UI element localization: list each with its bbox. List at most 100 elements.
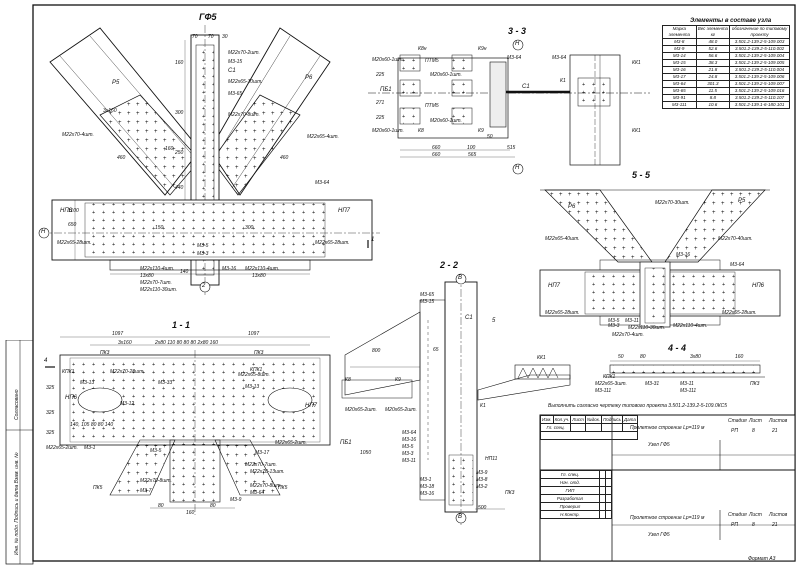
dim-70b: 70 bbox=[208, 34, 214, 40]
s22-m8: М3-3 bbox=[402, 451, 414, 457]
s11-m7: М3-1 bbox=[84, 445, 96, 451]
tb2-stage-h: Стадия bbox=[728, 512, 747, 518]
main-dim-250: 250 bbox=[175, 150, 184, 156]
table-cell: М3-91 bbox=[662, 94, 697, 102]
s11-ps2: ПК5 bbox=[278, 485, 288, 491]
section-1-1 bbox=[45, 336, 331, 515]
main-dim-300b: 300 bbox=[245, 225, 254, 231]
s33-m4: М20х60-1шт. bbox=[372, 128, 404, 134]
tb1-header: Лист bbox=[570, 415, 586, 424]
tb2-subtitle: Узел ГФ5 bbox=[648, 532, 670, 538]
s55-m3: М22х70-40шт. bbox=[718, 236, 753, 242]
main-dim-460a: 460 bbox=[117, 155, 126, 161]
s33-k9: К9 bbox=[478, 128, 484, 134]
table-cell: М3-8 bbox=[662, 38, 697, 46]
s22-axis-B-top: В bbox=[458, 275, 463, 281]
s11-m8: М3-5 bbox=[150, 448, 162, 454]
table-cell: 38.3 bbox=[695, 59, 731, 67]
s11-m5: М3-13 bbox=[245, 384, 260, 390]
side-strip-inventory: Инв. № подл. Подпись и дата Взам. инв. № bbox=[14, 452, 20, 555]
main-m10: М3-16 bbox=[222, 266, 237, 272]
table-cell: 301.3 bbox=[695, 80, 731, 88]
table-cell: 3.501.2-139.2-5-110.004 bbox=[729, 66, 790, 74]
s11-m6: М22х65-2шт. bbox=[46, 445, 78, 451]
s11-dim-1097b: 1097 bbox=[248, 331, 260, 337]
s33-dim-50: 50 bbox=[487, 134, 493, 140]
s44-dim-160: 160 bbox=[735, 354, 744, 360]
s22-axis-B-bot: В bbox=[458, 514, 463, 520]
main-m5: М22х70-8шт. bbox=[228, 112, 260, 118]
s55-p6: Р6 bbox=[568, 204, 576, 210]
axis-H-main: Н bbox=[41, 229, 46, 235]
tb1-sheet: 8 bbox=[752, 428, 755, 434]
s44-pk3: ПК3 bbox=[750, 381, 760, 387]
s11-m13: М22х70-7шт. bbox=[245, 462, 277, 468]
s22-k8: К8 bbox=[345, 377, 351, 383]
table-cell: 3.501.2-139.2-5-110.107 bbox=[729, 94, 790, 102]
s22-m2: М3-15 bbox=[420, 299, 435, 305]
section-2-2-title: 2 - 2 bbox=[440, 260, 459, 270]
s33-ptm5b: ПТМ5 bbox=[425, 103, 439, 109]
s22-dim-1050: 1050 bbox=[360, 450, 372, 456]
main-view bbox=[38, 25, 380, 295]
tb1-stage-h: Стадия bbox=[728, 418, 747, 424]
s22-m10: М3-9 bbox=[476, 470, 488, 476]
s22-m5: М3-64 bbox=[402, 430, 417, 436]
tb2-stage: РП bbox=[731, 522, 738, 528]
table-cell: М3-9 bbox=[662, 45, 697, 53]
s55-np6: НП6 bbox=[752, 283, 765, 289]
axis-2-main: 2 bbox=[202, 283, 206, 289]
dim-30: 30 bbox=[222, 34, 228, 40]
section-1-1-title: 1 - 1 bbox=[172, 320, 191, 330]
s44-kpk1: КПК1 bbox=[603, 374, 616, 380]
s33-kkv: К8н bbox=[418, 46, 427, 52]
table-cell: М3-14 bbox=[662, 52, 697, 60]
s11-m16: М3-64 bbox=[250, 490, 265, 496]
tb1-sheet-h: Лист bbox=[749, 418, 762, 424]
table-cell: 52.6 bbox=[695, 45, 731, 53]
main-dim-140: 140 bbox=[180, 269, 189, 275]
tb2-gip: ГИП bbox=[540, 486, 600, 495]
s33-axis-H-top: Н bbox=[515, 41, 520, 47]
s33-axis-H-bot: Н bbox=[515, 165, 520, 171]
s33-kkv2: К9н bbox=[478, 46, 487, 52]
s55-np7: НП7 bbox=[548, 283, 561, 289]
main-dim-440: 440 bbox=[175, 185, 184, 191]
sheet-frame bbox=[32, 4, 796, 562]
main-m7: М22х65-4шт. bbox=[307, 134, 339, 140]
s33-dim-100: 100 bbox=[467, 145, 476, 151]
table-cell: 48.0 bbox=[695, 38, 731, 46]
main-view-title: ГФ5 bbox=[199, 12, 217, 22]
s55-p5: Р5 bbox=[738, 198, 746, 204]
axis-1-main: 1 bbox=[371, 237, 375, 243]
s11-dim-325c: 325 bbox=[46, 430, 55, 436]
main-dim-160b: 160 bbox=[165, 146, 174, 152]
s11-m4: М3-12 bbox=[120, 401, 135, 407]
s33-m5: М3-64 bbox=[507, 55, 522, 61]
main-dim-460b: 460 bbox=[280, 155, 289, 161]
s44-dim-50: 50 bbox=[618, 354, 624, 360]
s11-m2: М3-13 bbox=[80, 380, 95, 386]
s22-k9: К9 bbox=[395, 377, 401, 383]
s33-pb1: ПБ1 bbox=[380, 87, 392, 93]
s55-m10: М22х110-4шт. bbox=[673, 323, 708, 329]
s22-np11: НП11 bbox=[485, 456, 498, 462]
tb2-prov: Проверил bbox=[540, 502, 600, 511]
table-cell: 3.501.2-139.2-5-110.002 bbox=[729, 45, 790, 53]
tb1-header: Дата bbox=[622, 415, 638, 424]
main-np7: НП7 bbox=[338, 208, 351, 214]
s11-np7: НП7 bbox=[305, 403, 318, 409]
s44-m5: М3-111 bbox=[680, 388, 697, 394]
main-c1: С1 bbox=[228, 68, 236, 74]
tb1-header: Изм. bbox=[540, 415, 554, 424]
s11-m12: М22х65-8шт. bbox=[238, 372, 270, 378]
s22-dim-65: 65 bbox=[433, 347, 439, 353]
s22-m6: М3-16 bbox=[402, 437, 417, 443]
section-5-5-title: 5 - 5 bbox=[632, 170, 651, 180]
tb2-sheet-h: Лист bbox=[749, 512, 762, 518]
main-m9: М22х65-28шт. bbox=[57, 240, 92, 246]
main-dim-150: 150 bbox=[155, 225, 164, 231]
